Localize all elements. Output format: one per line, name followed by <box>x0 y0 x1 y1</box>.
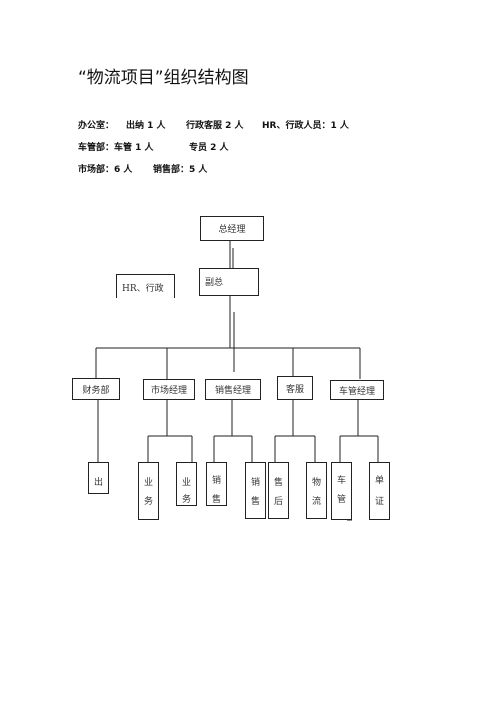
staff-char-top: 出 <box>93 478 103 488</box>
staff-char-top: 销 <box>211 476 221 486</box>
fleet-manager-label: 车管经理 <box>338 386 375 397</box>
staff-marketing-1: 业 务 <box>138 462 159 520</box>
finance-box: 财务部 <box>72 378 120 400</box>
staff-cashier: 出纳 1 人 <box>126 121 166 131</box>
staff-specialist: 专员 2 人 <box>189 143 229 153</box>
staff-service-2: 物 流 <box>306 462 327 519</box>
fleet-manager-box: 车管经理 <box>330 380 384 400</box>
customer-service-box: 客服 <box>277 376 313 400</box>
general-manager-box: 总经理 <box>200 216 264 241</box>
general-manager-label: 总经理 <box>218 225 246 235</box>
sales-manager-box: 销售经理 <box>205 379 261 400</box>
staff-char-bottom: 管 <box>336 495 346 505</box>
marketing-manager-label: 市场经理 <box>150 386 187 396</box>
staff-char-top: 业 <box>143 478 153 488</box>
deputy-box: 副总 <box>199 268 259 296</box>
staff-char-bottom: 售 <box>211 495 221 505</box>
marketing-manager-box: 市场经理 <box>143 379 195 400</box>
staff-char-bottom: 务 <box>181 495 191 505</box>
staff-char-bottom: 后 <box>273 497 283 507</box>
staff-char-top: 单 <box>374 476 384 486</box>
staff-char-bottom: 证 <box>374 497 384 507</box>
staff-char-bottom: 流 <box>311 497 321 507</box>
staff-sales-2: 销 售 <box>245 462 266 519</box>
staff-office: 办公室： <box>78 121 115 131</box>
staff-char-top: 业 <box>181 478 191 488</box>
staff-char-top: 车 <box>336 476 346 486</box>
staff-char-top: 物 <box>311 478 321 488</box>
staff-admin-service: 行政客服 2 人 <box>186 121 244 131</box>
staff-fleet-dept: 车管部：车管 1 人 <box>78 143 154 153</box>
staff-char-top: 销 <box>250 478 260 488</box>
page-title: “物流项目”组织结构图 <box>78 68 249 88</box>
staff-char-bottom: 售 <box>250 497 260 507</box>
staff-marketing-2: 业 务 <box>176 462 197 506</box>
staff-char-bottom: 务 <box>143 497 153 507</box>
hr-admin-box: HR、行政 <box>116 274 175 298</box>
staff-finance-1: 出 <box>88 462 109 494</box>
finance-label: 财务部 <box>82 385 110 396</box>
hr-admin-label: HR、行政 <box>122 284 164 294</box>
staff-sales-dept: 销售部：5 人 <box>153 165 208 175</box>
sales-manager-label: 销售经理 <box>214 386 251 396</box>
staff-hr-admin: HR、行政人员：1 人 <box>262 121 349 131</box>
staff-market-dept: 市场部：6 人 <box>78 165 133 175</box>
staff-sales-1: 销 售 <box>206 462 227 506</box>
staff-char-top: 售 <box>273 478 283 488</box>
customer-service-label: 客服 <box>285 384 304 395</box>
staff-fleet-2: 单 证 <box>369 462 390 520</box>
deputy-label: 副总 <box>205 278 224 288</box>
staff-service-1: 售 后 <box>268 462 289 519</box>
staff-fleet-1: 车 管 <box>331 462 352 520</box>
